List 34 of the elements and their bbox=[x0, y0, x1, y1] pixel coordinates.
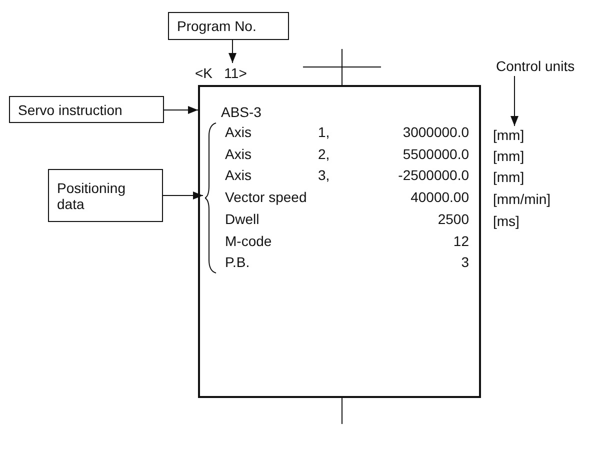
parameter-value: 5500000.0 bbox=[402, 144, 469, 164]
unit-text: [mm/min] bbox=[493, 190, 551, 210]
arrow bbox=[162, 192, 204, 200]
unit-text: [mm] bbox=[493, 168, 524, 188]
label-text: <K 11> bbox=[195, 63, 270, 83]
parameter-name: Axis bbox=[225, 144, 252, 164]
label-box: Positioning data bbox=[48, 169, 163, 222]
parameter-name: M-code bbox=[225, 232, 272, 250]
parameter-name: Axis bbox=[225, 166, 252, 186]
label-text: ABS-3 bbox=[200, 103, 260, 121]
parameter-value: 3 bbox=[461, 253, 469, 272]
parameter-name: Dwell bbox=[225, 210, 260, 229]
brace bbox=[205, 122, 217, 274]
parameter-name: Vector speed bbox=[225, 188, 307, 208]
axis-number: 1, bbox=[318, 123, 330, 142]
arrow bbox=[228, 40, 236, 64]
parameter-value: 12 bbox=[453, 232, 469, 250]
parameter-value: 2500 bbox=[438, 210, 469, 229]
parameter-value: -2500000.0 bbox=[398, 166, 469, 186]
label-text: Control units bbox=[496, 56, 600, 76]
label-box: Servo instruction bbox=[9, 96, 164, 123]
axis-number: 2, bbox=[318, 144, 330, 164]
arrow bbox=[164, 106, 198, 114]
unit-text: [ms] bbox=[493, 212, 520, 231]
parameter-name: P.B. bbox=[225, 253, 250, 272]
arrow bbox=[510, 76, 518, 126]
parameter-value: 3000000.0 bbox=[402, 123, 469, 142]
unit-text: [mm] bbox=[493, 146, 524, 166]
label-box: Program No. bbox=[168, 12, 289, 40]
parameter-value: 40000.00 bbox=[410, 188, 469, 208]
axis-number: 3, bbox=[318, 166, 330, 186]
parameter-name: Axis bbox=[225, 123, 252, 142]
program-frame bbox=[198, 85, 481, 398]
label-text: [mm] bbox=[493, 126, 533, 144]
